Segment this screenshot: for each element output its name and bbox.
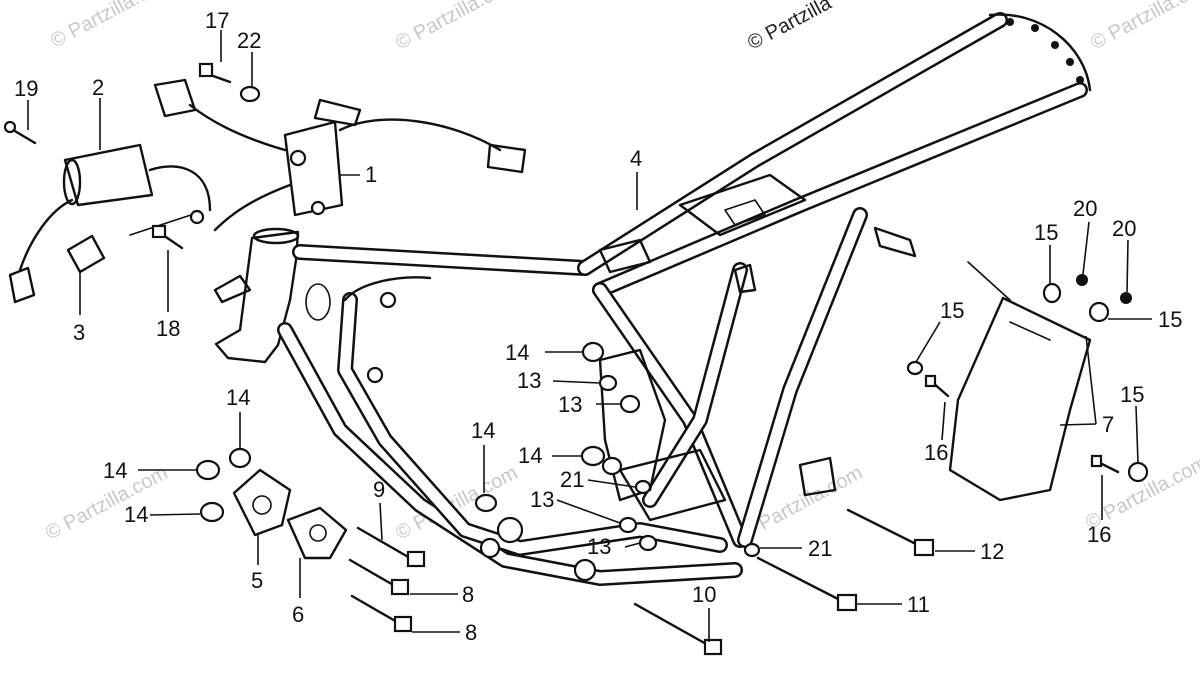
callout-8: 8 xyxy=(462,582,474,607)
callout-13: 13 xyxy=(558,392,582,417)
callout-4: 4 xyxy=(630,146,642,171)
callout-8: 8 xyxy=(465,620,477,645)
watermark: © Partzilla.com xyxy=(392,0,521,54)
callout-16: 16 xyxy=(924,440,948,465)
callout-18: 18 xyxy=(156,316,180,341)
callout-9: 9 xyxy=(373,477,385,502)
callout-3: 3 xyxy=(73,320,85,345)
callout-14: 14 xyxy=(471,418,495,443)
callout-14: 14 xyxy=(518,443,542,468)
callout-2: 2 xyxy=(92,75,104,100)
callout-13: 13 xyxy=(587,534,611,559)
callout-10: 10 xyxy=(692,582,716,607)
callout-labels: 17 22 19 2 1 4 3 18 14 13 13 14 14 14 14… xyxy=(14,8,1182,645)
callout-13: 13 xyxy=(530,487,554,512)
callout-15: 15 xyxy=(1120,382,1144,407)
callout-1: 1 xyxy=(365,162,377,187)
callout-15: 15 xyxy=(940,298,964,323)
callout-5: 5 xyxy=(251,568,263,593)
callout-16: 16 xyxy=(1087,522,1111,547)
callout-12: 12 xyxy=(980,539,1004,564)
watermark: © Partzilla.com xyxy=(1087,0,1200,54)
watermark: © Partzilla.com xyxy=(47,0,176,52)
callout-19: 19 xyxy=(14,76,38,101)
callout-14: 14 xyxy=(505,340,529,365)
callout-20: 20 xyxy=(1073,196,1097,221)
cdi-unit xyxy=(153,78,527,232)
callout-21: 21 xyxy=(560,467,584,492)
callout-14: 14 xyxy=(124,502,148,527)
nut-14-a xyxy=(581,341,605,363)
callout-15: 15 xyxy=(1034,220,1058,245)
callout-7: 7 xyxy=(1102,412,1114,437)
frame-body xyxy=(213,12,1092,586)
callout-14: 14 xyxy=(226,385,250,410)
callout-13: 13 xyxy=(517,368,541,393)
callout-21: 21 xyxy=(808,536,832,561)
leader-lines xyxy=(27,30,1152,642)
callout-6: 6 xyxy=(292,602,304,627)
callout-15: 15 xyxy=(1158,307,1182,332)
callout-11: 11 xyxy=(907,592,930,617)
watermark: © Partzilla xyxy=(744,0,836,54)
callout-20: 20 xyxy=(1112,216,1136,241)
ignition-coil xyxy=(8,143,212,304)
callout-14: 14 xyxy=(103,458,127,483)
callout-22: 22 xyxy=(237,28,261,53)
callout-17: 17 xyxy=(205,8,229,33)
